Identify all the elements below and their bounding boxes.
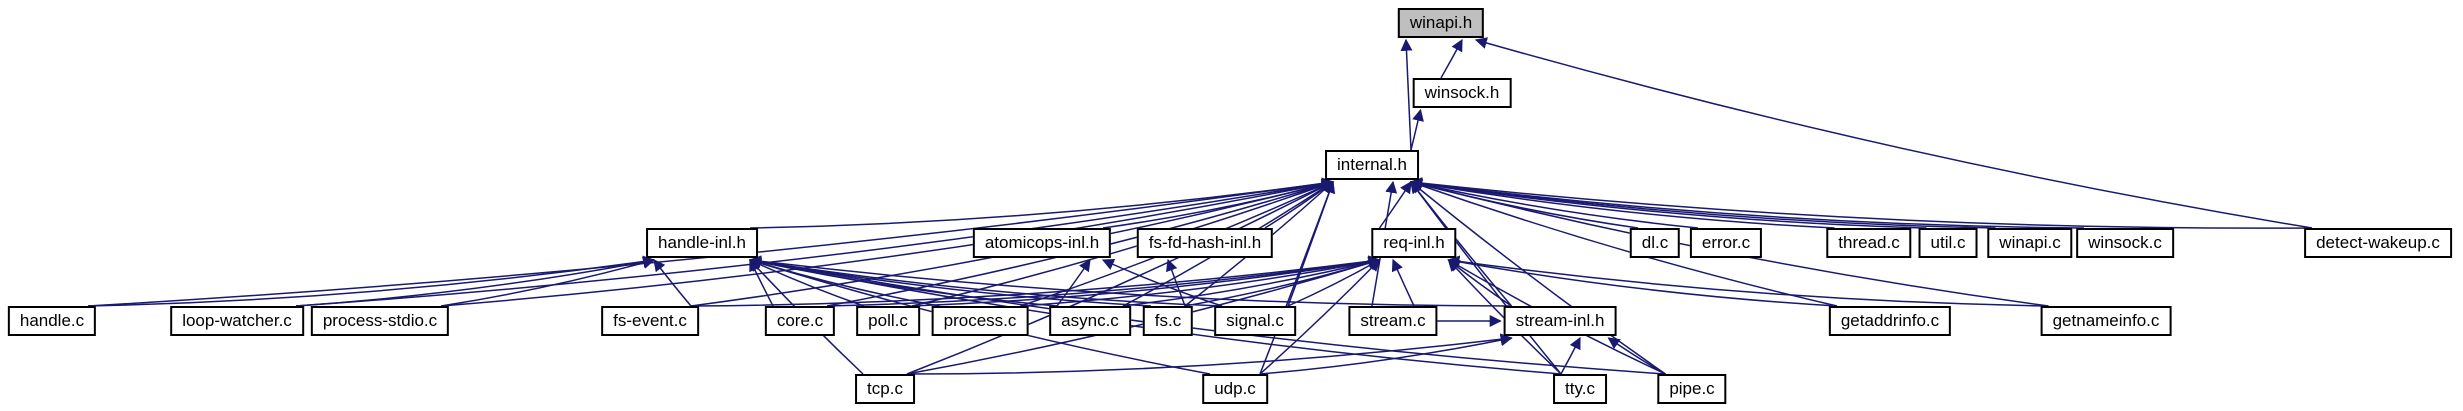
edge-fs-c--fs-fd-hash-inl-h xyxy=(1166,258,1186,307)
edge-getnameinfo-c--req-inl-h xyxy=(1447,255,2049,307)
graph-node-winapi-c[interactable]: winapi.c xyxy=(1987,228,2073,258)
edge-getaddrinfo-c--internal-h xyxy=(1409,179,1838,307)
edge-winsock-c--internal-h xyxy=(1409,177,2085,229)
graph-node-util-c[interactable]: util.c xyxy=(1918,228,1978,258)
edge-core-c--handle-inl-h xyxy=(749,258,774,307)
edge-detect-wakeup-c--winapi-h xyxy=(1474,37,2313,229)
graph-node-fs-event-c[interactable]: fs-event.c xyxy=(601,306,699,336)
edge-error-c--internal-h xyxy=(1409,178,1699,229)
edge-signal-c--handle-inl-h xyxy=(748,255,1223,307)
graph-node-winapi-h: winapi.h xyxy=(1397,8,1485,38)
graph-node-tcp-c[interactable]: tcp.c xyxy=(855,374,915,404)
edge-process-stdio-c--internal-h xyxy=(440,178,1335,307)
edge-pipe-c--stream-inl-h xyxy=(1607,337,1666,375)
graph-node-error-c[interactable]: error.c xyxy=(1689,228,1763,258)
edge-req-inl-h--internal-h xyxy=(1378,180,1412,229)
edge-tcp-c--stream-inl-h xyxy=(906,333,1513,375)
edge-loop-watcher-c--internal-h xyxy=(295,177,1335,307)
edge-fs-event-c--handle-inl-h xyxy=(653,259,692,307)
edge-winsock-h--winapi-h xyxy=(1440,38,1463,79)
edge-pipe-c--internal-h xyxy=(1410,181,1666,375)
edge-poll-c--internal-h xyxy=(911,179,1335,307)
graph-node-poll-c[interactable]: poll.c xyxy=(856,306,920,336)
edge-pipe-c--handle-inl-h xyxy=(748,256,1666,375)
graph-node-tty-c[interactable]: tty.c xyxy=(1553,374,1607,404)
graph-node-getaddrinfo-c[interactable]: getaddrinfo.c xyxy=(1828,306,1952,336)
graph-node-stream-c[interactable]: stream.c xyxy=(1348,306,1438,336)
edge-loop-watcher-c--handle-inl-h xyxy=(295,256,656,307)
edge-handle-c--handle-inl-h xyxy=(87,255,656,307)
graph-node-detect-wakeup-c[interactable]: detect-wakeup.c xyxy=(2304,228,2452,258)
edge-stream-inl-h--handle-inl-h xyxy=(748,255,1512,307)
edge-fs-event-c--req-inl-h xyxy=(690,255,1381,307)
edge-async-c--req-inl-h xyxy=(1122,256,1381,307)
graph-node-thread-c[interactable]: thread.c xyxy=(1826,228,1912,258)
edge-udp-c--stream-inl-h xyxy=(1259,334,1513,375)
graph-node-signal-c[interactable]: signal.c xyxy=(1214,306,1296,336)
graph-node-dl-c[interactable]: dl.c xyxy=(1629,228,1681,258)
graph-node-process-c[interactable]: process.c xyxy=(931,306,1029,336)
graph-node-winsock-h[interactable]: winsock.h xyxy=(1412,78,1512,108)
graph-node-pipe-c[interactable]: pipe.c xyxy=(1657,374,1727,404)
graph-node-fs-fd-hash-inl-h[interactable]: fs-fd-hash-inl.h xyxy=(1136,228,1274,258)
edge-core-c--req-inl-h xyxy=(826,255,1381,307)
graph-node-process-stdio-c[interactable]: process-stdio.c xyxy=(310,306,450,336)
edge-stream-c--req-inl-h xyxy=(1391,258,1415,307)
edge-poll-c--handle-inl-h xyxy=(748,259,865,307)
graph-node-udp-c[interactable]: udp.c xyxy=(1202,374,1268,404)
edge-thread-c--internal-h xyxy=(1409,177,1835,229)
graph-node-atomicops-inl-h[interactable]: atomicops-inl.h xyxy=(972,228,1112,258)
edge-detect-wakeup-c--internal-h xyxy=(1409,177,2313,229)
edge-internal-h--winapi-h xyxy=(1400,38,1413,151)
edge-signal-c--atomicops-inl-h xyxy=(1101,258,1223,307)
graph-node-internal-h[interactable]: internal.h xyxy=(1325,150,1419,180)
graph-node-async-c[interactable]: async.c xyxy=(1049,306,1131,336)
graph-node-getnameinfo-c[interactable]: getnameinfo.c xyxy=(2040,306,2172,336)
edge-udp-c--req-inl-h xyxy=(1259,259,1381,375)
edge-internal-h--winsock-h xyxy=(1410,108,1424,151)
graph-node-core-c[interactable]: core.c xyxy=(764,306,836,336)
graph-node-handle-inl-h[interactable]: handle-inl.h xyxy=(646,228,758,258)
edge-tcp-c--internal-h xyxy=(906,181,1335,375)
edge-getaddrinfo-c--req-inl-h xyxy=(1447,255,1838,307)
graph-node-handle-c[interactable]: handle.c xyxy=(7,306,97,336)
edge-winapi-c--internal-h xyxy=(1409,177,1996,229)
edge-process-c--req-inl-h xyxy=(1020,256,1381,307)
graph-node-fs-c[interactable]: fs.c xyxy=(1142,306,1194,336)
graph-node-stream-inl-h[interactable]: stream-inl.h xyxy=(1503,306,1617,336)
edge-poll-c--req-inl-h xyxy=(911,255,1381,307)
edge-async-c--atomicops-inl-h xyxy=(1056,259,1091,307)
graph-node-loop-watcher-c[interactable]: loop-watcher.c xyxy=(170,306,304,336)
graph-node-winsock-c[interactable]: winsock.c xyxy=(2076,228,2174,258)
edge-tty-c--internal-h xyxy=(1410,181,1562,375)
graph-node-req-inl-h[interactable]: req-inl.h xyxy=(1371,228,1457,258)
edge-tty-c--stream-inl-h xyxy=(1560,336,1581,375)
edge-process-stdio-c--handle-inl-h xyxy=(440,257,656,307)
edge-udp-c--internal-h xyxy=(1259,180,1335,375)
